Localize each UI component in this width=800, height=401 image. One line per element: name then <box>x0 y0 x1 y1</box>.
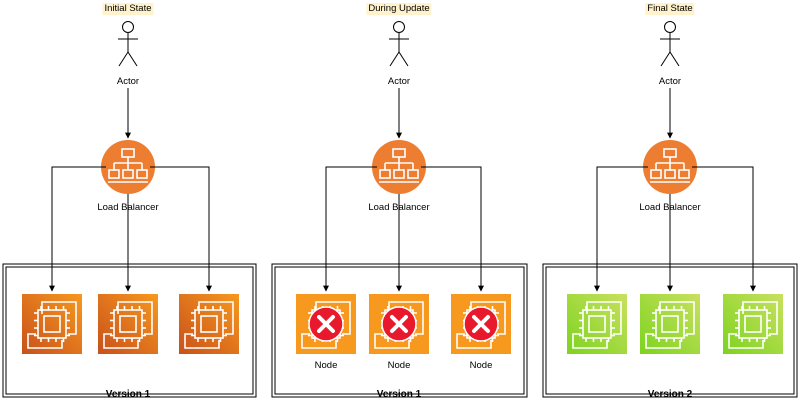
actor-icon <box>389 21 409 67</box>
ec2-instance-icon <box>723 294 783 354</box>
node-label: Node <box>314 360 338 371</box>
lb-to-node-arrow <box>323 166 377 292</box>
version-container <box>2 263 257 398</box>
version-container-inner <box>5 266 254 395</box>
actor-label: Actor <box>387 76 411 87</box>
lb-to-node-arrow <box>692 166 756 292</box>
actor-icon <box>118 21 138 67</box>
load-balancer-icon <box>101 140 155 194</box>
stage-label: During Update <box>366 3 432 15</box>
ec2-instance-icon <box>22 294 82 354</box>
error-x-icon <box>381 306 417 342</box>
stage-label: Initial State <box>102 3 154 15</box>
ec2-instance-icon <box>451 294 511 354</box>
ec2-instance-icon <box>640 294 700 354</box>
load-balancer-icon <box>643 140 697 194</box>
ec2-instance-icon <box>179 294 239 354</box>
actor-icon <box>660 21 680 67</box>
ec2-instance-icon <box>296 294 356 354</box>
lb-to-node-arrow <box>150 166 212 292</box>
actor-label: Actor <box>116 76 140 87</box>
error-x-icon <box>463 306 499 342</box>
ec2-instance-icon <box>567 294 627 354</box>
lb-to-node-arrow <box>421 166 484 292</box>
node-label: Node <box>469 360 493 371</box>
node-label: Node <box>387 360 411 371</box>
actor-label: Actor <box>658 76 682 87</box>
stage-label: Final State <box>645 3 695 15</box>
ec2-instance-icon <box>98 294 158 354</box>
ec2-instance-icon <box>369 294 429 354</box>
error-x-icon <box>308 306 344 342</box>
lb-to-node-arrow <box>594 166 648 292</box>
lb-to-node-arrow <box>49 166 106 292</box>
load-balancer-icon <box>372 140 426 194</box>
